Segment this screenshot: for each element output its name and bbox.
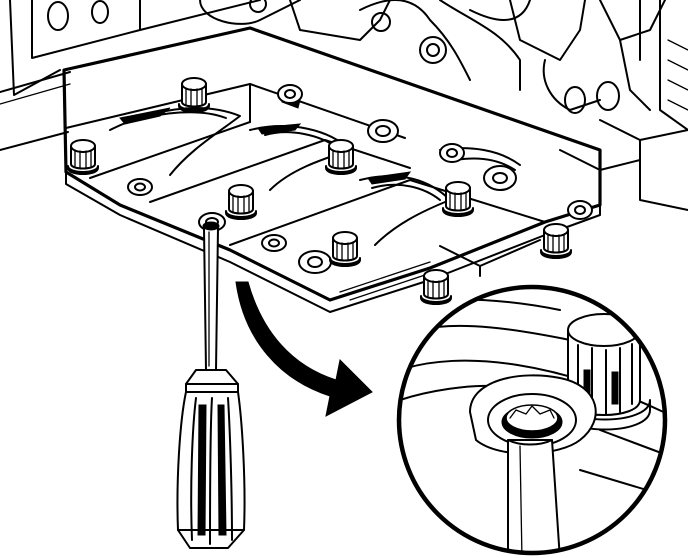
- engine-block: [0, 0, 688, 211]
- screwdriver: [176, 221, 246, 549]
- magnified-detail: [396, 284, 668, 556]
- torx-bolt-icon: [329, 231, 361, 267]
- torx-bolt-icon: [67, 139, 99, 175]
- curved-arrow: [235, 281, 373, 417]
- washer-icon: [469, 374, 597, 455]
- screwdriver-icon: [507, 439, 561, 553]
- curved-arrow-icon: [235, 281, 373, 417]
- torx-bolt-icon: [325, 139, 357, 175]
- bolts: [67, 77, 572, 305]
- bedplate: [62, 26, 602, 313]
- screwdriver-icon: [176, 221, 246, 549]
- torx-bolt-icon: [540, 223, 572, 259]
- torx-bolt-icon: [225, 184, 257, 220]
- block-bore-icon: [47, 1, 69, 31]
- block-bore-icon: [91, 0, 109, 24]
- block-boss-icon: [249, 0, 267, 13]
- torx-bolt-icon: [442, 181, 474, 217]
- torx-bolt-icon: [178, 77, 210, 113]
- block-boss-icon: [419, 36, 447, 64]
- torx-bolt-icon: [420, 269, 452, 305]
